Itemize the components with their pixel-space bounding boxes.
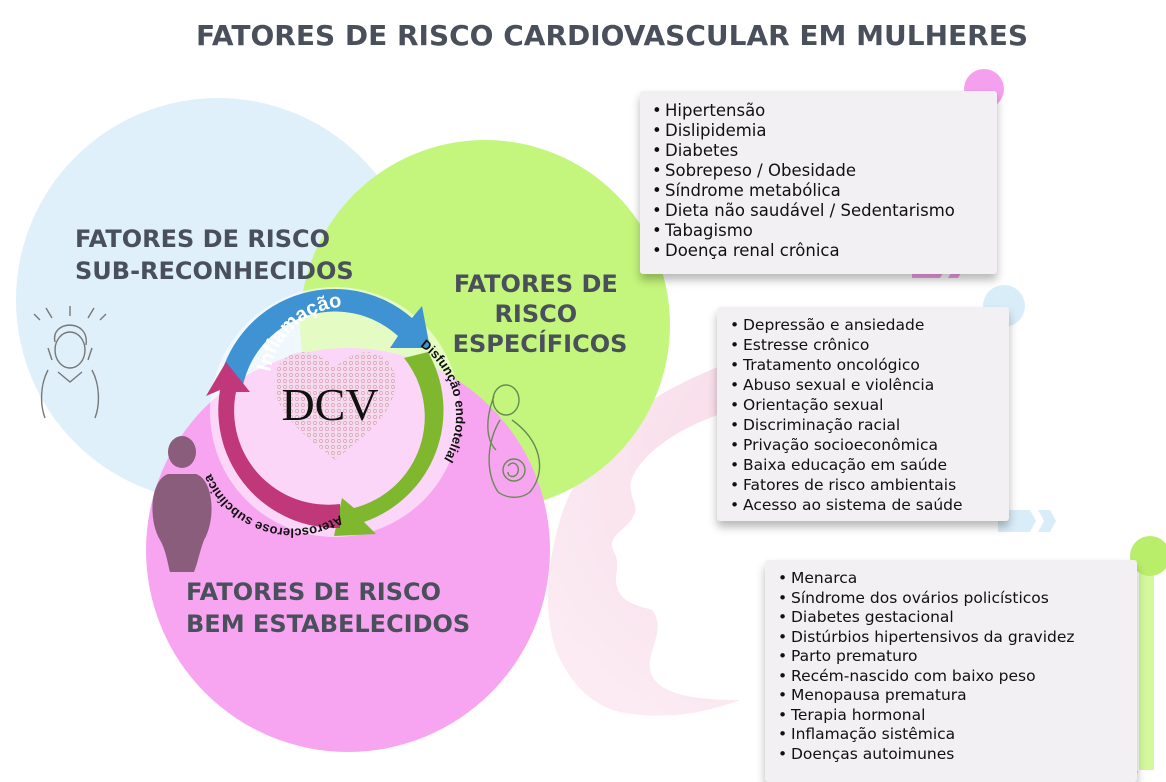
- list-item: Diabetes gestacional: [778, 608, 1137, 628]
- label-well-established-line2: BEM ESTABELECIDOS: [186, 610, 470, 638]
- list-item: Sobrepeso / Obesidade: [652, 161, 997, 181]
- list-item: Abuso sexual e violência: [730, 375, 1009, 395]
- label-specific-line2: RISCO: [494, 300, 577, 328]
- list-item: Fatores de risco ambientais: [730, 475, 1009, 495]
- page-title: FATORES DE RISCO CARDIOVASCULAR EM MULHE…: [196, 19, 1028, 52]
- list-item: Inflamação sistêmica: [778, 725, 1137, 745]
- label-under-recognized: FATORES DE RISCO SUB-RECONHECIDOS: [75, 225, 354, 285]
- list-card-specific: MenarcaSíndrome dos ovários policísticos…: [765, 560, 1137, 782]
- label-well-established-line1: FATORES DE RISCO: [186, 578, 441, 606]
- cycle-arrow-aterosclerose: [206, 362, 340, 529]
- pregnant-woman-icon: [487, 384, 541, 498]
- label-under-recognized-line1: FATORES DE RISCO: [75, 225, 330, 253]
- list-item: Baixa educação em saúde: [730, 455, 1009, 475]
- fingerprint-heart-icon: [274, 352, 396, 460]
- list-item: Depressão e ansiedade: [730, 315, 1009, 335]
- list-item: Parto prematuro: [778, 647, 1137, 667]
- stressed-woman-icon: [33, 306, 107, 419]
- list-item: Menarca: [778, 569, 1137, 589]
- cycle-arrow-disfuncao: [334, 352, 444, 536]
- list-item: Dislipidemia: [652, 121, 997, 141]
- list-item: Acesso ao sistema de saúde: [730, 495, 1009, 515]
- list-card-well-established: HipertensãoDislipidemiaDiabetesSobrepeso…: [640, 91, 997, 274]
- list-item: Síndrome dos ovários policísticos: [778, 589, 1137, 609]
- list-item: Menopausa prematura: [778, 686, 1137, 706]
- list-item: Doenças autoimunes: [778, 745, 1137, 765]
- list-specific: MenarcaSíndrome dos ovários policísticos…: [778, 569, 1137, 764]
- woman-profile-silhouette: [547, 310, 1000, 716]
- label-specific-line1: FATORES DE: [454, 270, 618, 298]
- list-item: Recém-nascido com baixo peso: [778, 667, 1137, 687]
- list-item: Tratamento oncológico: [730, 355, 1009, 375]
- list-item: Discriminação racial: [730, 415, 1009, 435]
- label-under-recognized-line2: SUB-RECONHECIDOS: [75, 257, 354, 285]
- list-item: Distúrbios hipertensivos da gravidez: [778, 628, 1137, 648]
- label-specific: FATORES DE RISCO ESPECÍFICOS: [453, 270, 628, 358]
- obese-woman-icon: [152, 436, 212, 572]
- cycle-arrow-inflamacao: [218, 288, 430, 390]
- list-item: Tabagismo: [652, 221, 997, 241]
- center-label-dcv: DCV: [281, 379, 378, 430]
- list-item: Síndrome metabólica: [652, 181, 997, 201]
- label-specific-line3: ESPECÍFICOS: [453, 329, 628, 358]
- list-item: Terapia hormonal: [778, 706, 1137, 726]
- list-item: Orientação sexual: [730, 395, 1009, 415]
- list-item: Dieta não saudável / Sedentarismo: [652, 201, 997, 221]
- list-item: Doença renal crônica: [652, 241, 997, 261]
- list-item: Hipertensão: [652, 101, 997, 121]
- label-well-established: FATORES DE RISCO BEM ESTABELECIDOS: [186, 578, 470, 638]
- list-item: Diabetes: [652, 141, 997, 161]
- list-well-established: HipertensãoDislipidemiaDiabetesSobrepeso…: [652, 101, 997, 261]
- list-card-under-recognized: Depressão e ansiedadeEstresse crônicoTra…: [717, 307, 1009, 521]
- list-item: Estresse crônico: [730, 335, 1009, 355]
- list-item: Privação socioeconômica: [730, 435, 1009, 455]
- list-under-recognized: Depressão e ansiedadeEstresse crônicoTra…: [730, 315, 1009, 515]
